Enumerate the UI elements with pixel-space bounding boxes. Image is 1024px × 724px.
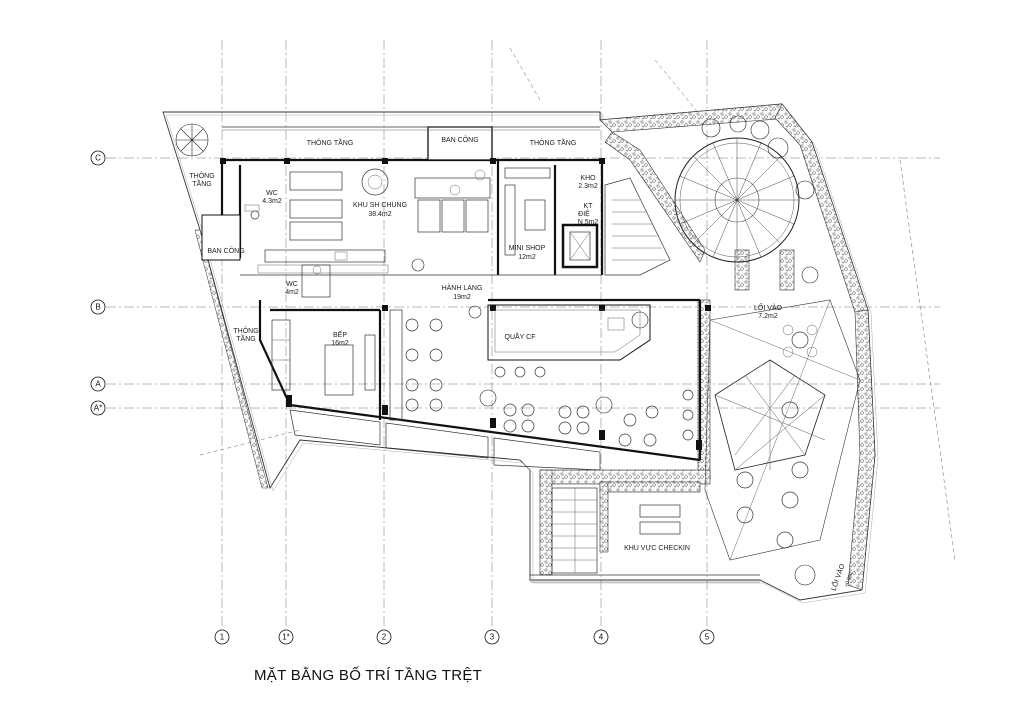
coffee-counter — [487, 304, 651, 378]
label-kt-die-name: KT — [584, 203, 594, 210]
label-thong-tang-top-left: THÔNG TẦNG — [307, 137, 354, 147]
grid-axis-a: A — [90, 376, 106, 392]
label-kt-die-area: N 5m2 — [578, 219, 599, 226]
label-ban-cong-left: BAN CÔNG — [207, 246, 244, 255]
label-wc1-area: 4.3m2 — [262, 198, 282, 205]
grid-axis-4: 4 — [593, 629, 609, 645]
grid-axis-3: 3 — [484, 629, 500, 645]
grid-axis-5: 5 — [699, 629, 715, 645]
balcony-top — [222, 126, 600, 161]
label-bep-area: 16m2 — [331, 340, 349, 347]
label-bep-name: BẾP — [333, 329, 347, 339]
label-khu-sh-chung-name: KHU SH CHUNG — [353, 202, 407, 209]
svg-text:B: B — [95, 303, 100, 312]
label-thong-tang-mid: THÔNG — [233, 326, 258, 335]
site-boundary — [162, 103, 879, 604]
grid-axis-astar: A* — [90, 400, 106, 416]
grid-axis-b: B — [90, 299, 106, 315]
svg-text:2: 2 — [382, 633, 387, 642]
label-thong-tang-top-right: THÔNG TẦNG — [530, 137, 577, 147]
grid-axis-1: 1 — [214, 629, 230, 645]
label-quay-cf: QUẦY CF — [505, 331, 536, 341]
label-wc1-name: WC — [266, 190, 278, 197]
grid-axis-1star: 1* — [278, 629, 294, 645]
svg-text:5: 5 — [705, 633, 710, 642]
svg-text:3: 3 — [490, 633, 495, 642]
label-khu-vuc-checkin: KHU VỰC CHECKIN — [624, 545, 690, 552]
label-khu-sh-chung-area: 38.4m2 — [368, 211, 391, 218]
label-loi-vao-bottom: LỐI VÀO — [828, 562, 847, 592]
kitchenette-strip — [257, 249, 389, 274]
svg-text:4: 4 — [599, 633, 604, 642]
tree-icon-group — [175, 115, 819, 586]
svg-text:C: C — [95, 154, 101, 163]
corridor-stools — [389, 309, 443, 421]
living-furniture — [289, 168, 491, 241]
label-loi-vao-bottom-area: +0.000 — [844, 571, 855, 588]
label-wc2-name: WC — [286, 281, 298, 288]
wc1-fixtures — [244, 204, 260, 220]
label-hanh-lang-name: HÀNH LANG — [442, 283, 483, 292]
label-hanh-lang-area: 19m2 — [453, 294, 471, 301]
balcony-left — [201, 214, 241, 261]
columns — [220, 158, 711, 450]
room-labels: THÔNG TẦNG BAN CÔNG THÔNG TẦNG THÔNG TẦN… — [189, 135, 854, 592]
label-loi-vao-area: 7.2m2 — [758, 313, 778, 320]
patio-furniture — [736, 324, 818, 549]
grid-axis-2: 2 — [376, 629, 392, 645]
svg-text:A*: A* — [94, 404, 102, 413]
stair-top-right — [604, 177, 671, 276]
grid-axis-c: C — [90, 150, 106, 166]
round-plaza — [674, 137, 800, 263]
kitchen-fixtures — [271, 319, 376, 396]
label-loi-vao-name: LỐI VÀO — [754, 302, 783, 312]
balcony-bottom — [289, 409, 601, 471]
svg-text:1: 1 — [220, 633, 225, 642]
label-mini-shop-area: 12m2 — [518, 254, 536, 261]
label-kho-area: 2.3m2 — [578, 183, 598, 190]
label-thong-tang-left: THÔNG — [189, 171, 214, 180]
svg-text:1*: 1* — [282, 633, 290, 642]
svg-text:ĐIỆ: ĐIỆ — [578, 209, 590, 218]
label-wc2-area: 4m2 — [285, 289, 299, 296]
mini-shop-fixtures — [504, 167, 599, 269]
cafe-tables — [503, 389, 694, 447]
lower-stairs — [530, 487, 760, 583]
drawing-title: MẶT BẰNG BỐ TRÍ TẦNG TRỆT — [254, 667, 483, 684]
label-kho-name: KHO — [580, 175, 596, 182]
label-ban-cong-top: BAN CÔNG — [441, 135, 478, 144]
label-mini-shop-name: MINI SHOP — [509, 245, 546, 252]
svg-text:A: A — [95, 380, 101, 389]
svg-text:TẦNG: TẦNG — [236, 333, 255, 343]
svg-text:TẦNG: TẦNG — [192, 178, 211, 188]
angular-garden — [704, 299, 861, 561]
stone-planters — [194, 103, 876, 591]
wc2-fixtures — [301, 264, 331, 298]
